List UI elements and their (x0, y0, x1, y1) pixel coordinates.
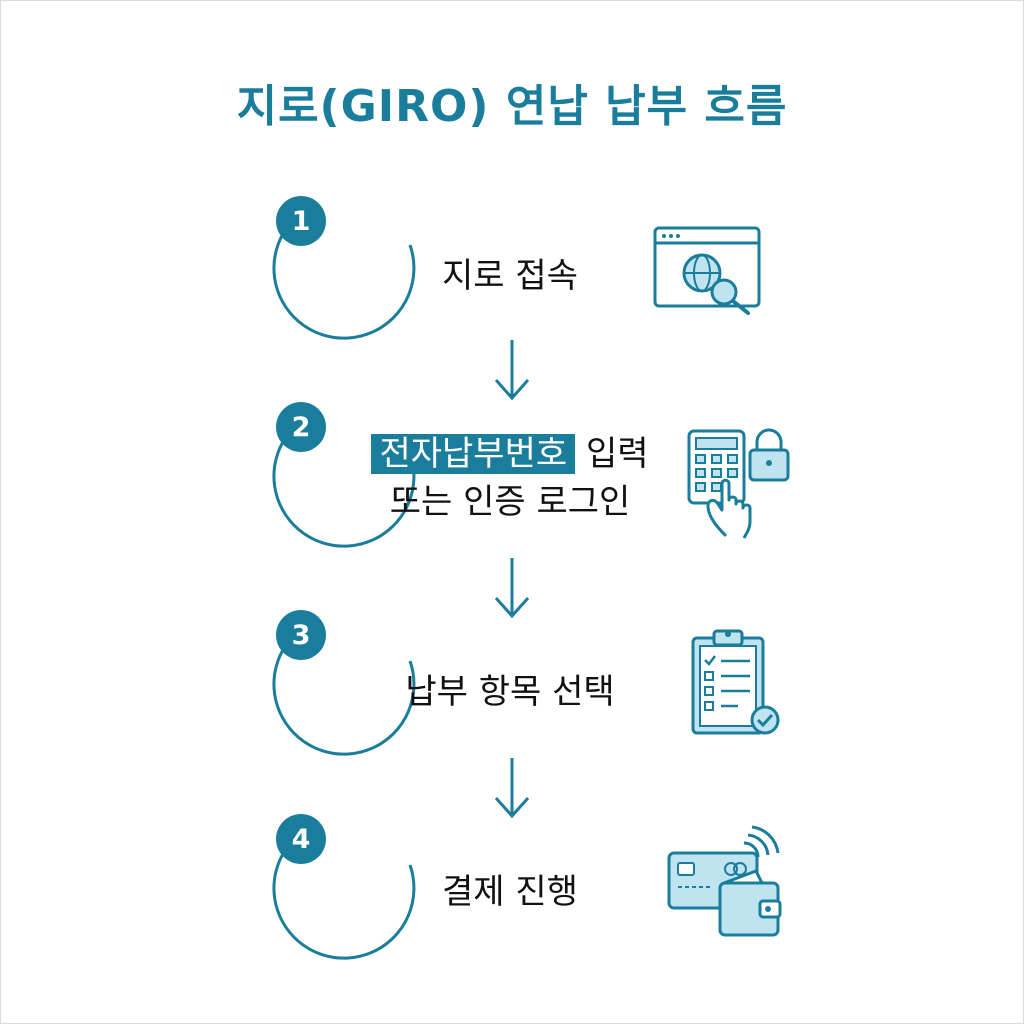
flow-arrow (494, 558, 530, 619)
step-label: 결제 진행 (442, 872, 578, 912)
step-number-badge: 3 (276, 610, 326, 660)
step-label-line2: 또는 인증 로그인 (389, 482, 631, 522)
step-ring (272, 828, 416, 960)
page-title: 지로(GIRO) 연납 납부 흐름 (236, 81, 788, 132)
browser-search-icon (653, 226, 761, 315)
step-label: 전자납부번호 입력 또는 인증 로그인 (320, 430, 700, 526)
step-label: 지로 접속 (442, 256, 578, 296)
step-2: 2 전자납부번호 입력 또는 인증 로그인 (0, 398, 1024, 588)
step-ring (272, 208, 416, 340)
clipboard-checklist-icon (691, 629, 780, 735)
step-label-highlight: 전자납부번호 (371, 434, 576, 474)
card-wallet-icon (667, 825, 782, 937)
step-3: 3 납부 항목 선택 (0, 606, 1024, 796)
step-ring (272, 624, 416, 756)
step-ring (272, 416, 416, 548)
step-number-badge: 2 (276, 402, 326, 452)
step-label: 납부 항목 선택 (405, 672, 615, 712)
step-4: 4 결제 진행 (0, 810, 1024, 1000)
keypad-lock-icon (687, 428, 790, 539)
step-label-rest: 입력 (585, 434, 649, 474)
flow-arrow (494, 758, 530, 819)
step-number-badge: 1 (276, 196, 326, 246)
flow-arrow (494, 340, 530, 401)
step-1: 1 지로 접속 (0, 190, 1024, 380)
step-number-badge: 4 (276, 814, 326, 864)
